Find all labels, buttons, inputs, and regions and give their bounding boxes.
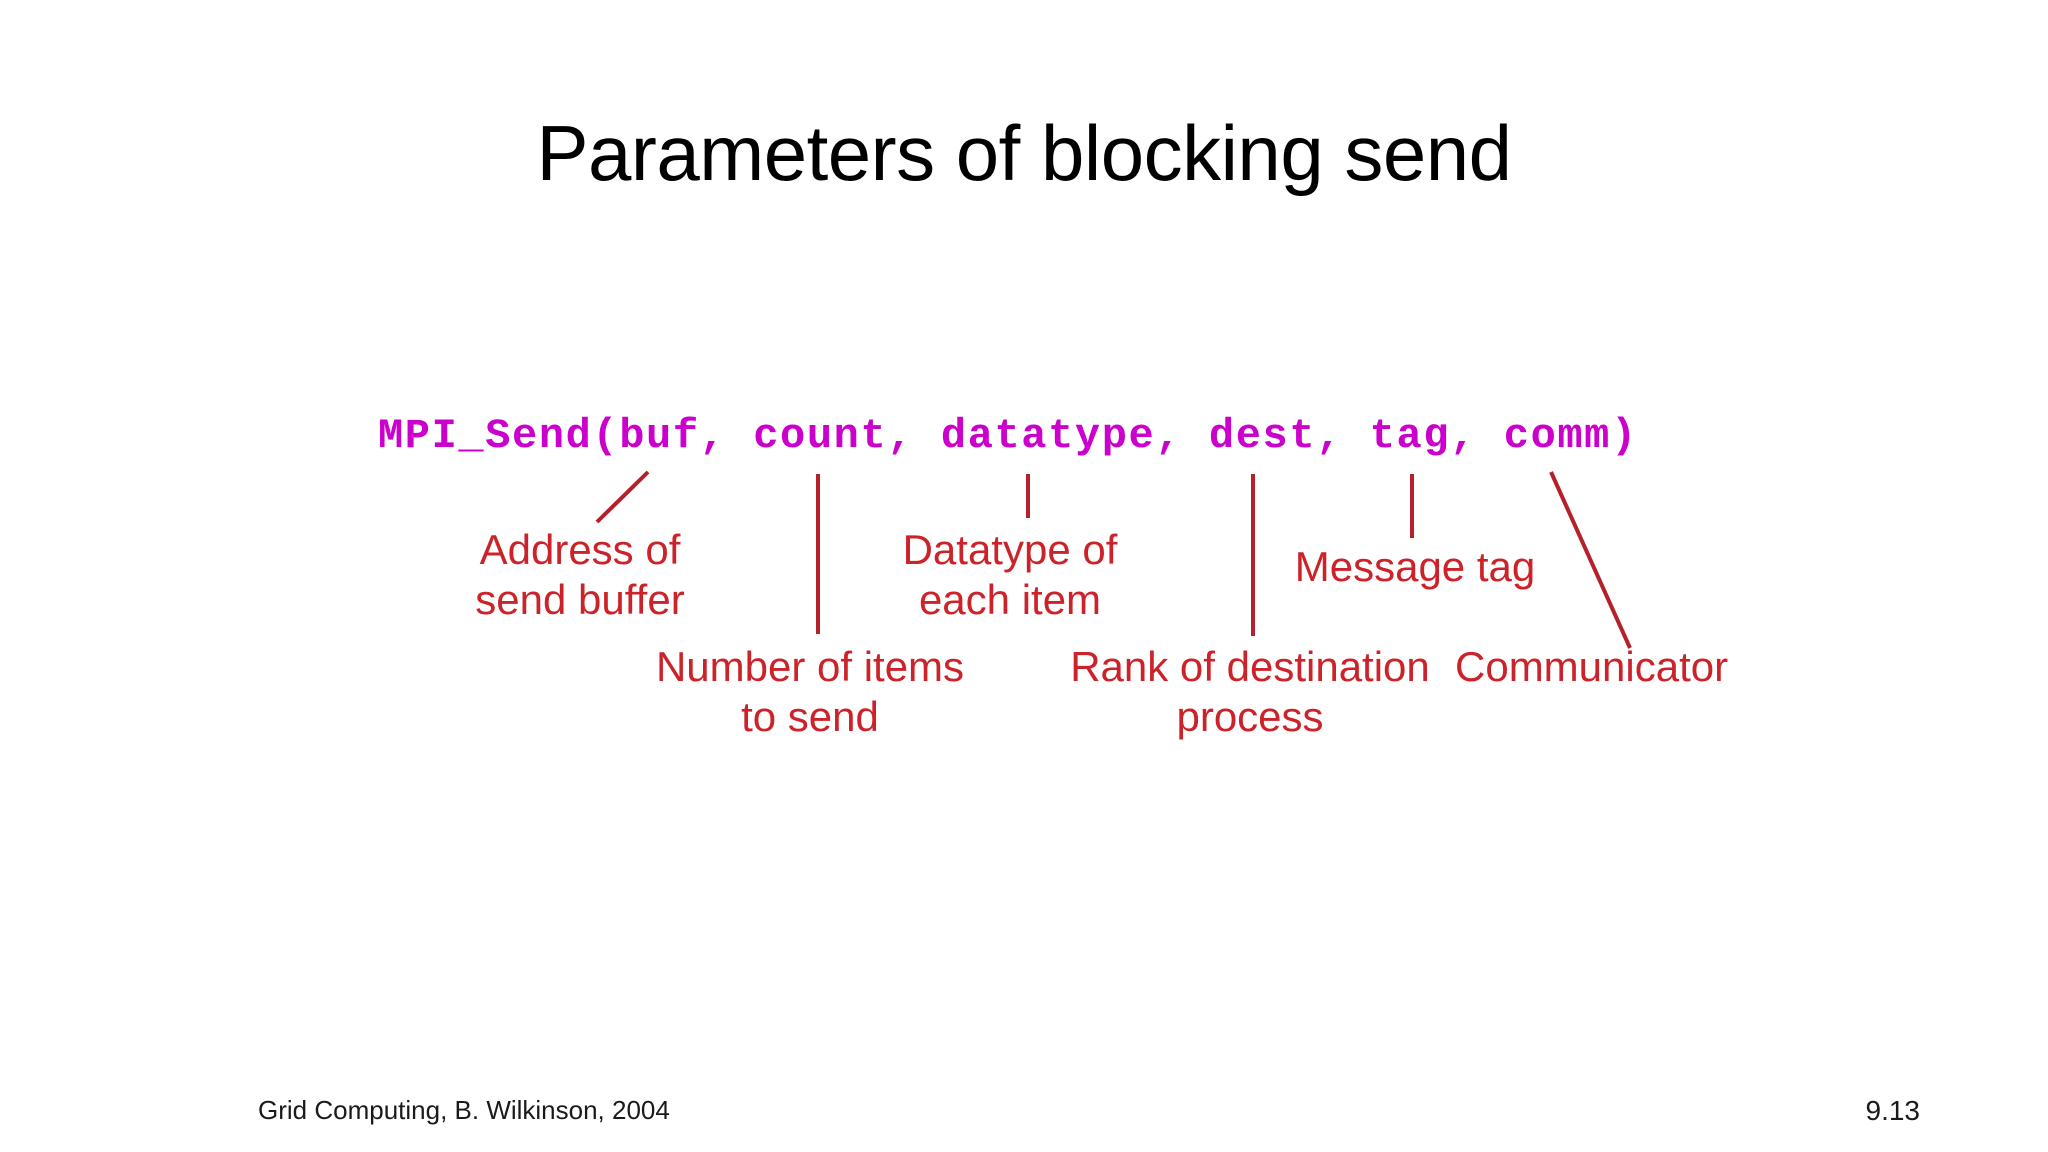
code-signature: MPI_Send(buf, count, datatype, dest, tag… <box>378 412 1638 460</box>
footer-page-number: 9.13 <box>1865 1095 1921 1126</box>
annotation-tag: Message tag <box>1294 543 1536 590</box>
annotation-comm: Communicator <box>1455 643 1729 690</box>
annotation-datatype: Datatype of each item <box>902 526 1118 623</box>
annotation-buf: Address of send buffer <box>475 526 685 623</box>
annotation-count: Number of items to send <box>655 643 965 740</box>
footer-credit: Grid Computing, B. Wilkinson, 2004 <box>258 1095 670 1125</box>
annotation-dest: Rank of destination process <box>1070 643 1430 740</box>
leader-line-comm <box>1549 471 1632 649</box>
leader-line-buf <box>595 470 650 524</box>
page-title: Parameters of blocking send <box>536 109 1512 197</box>
